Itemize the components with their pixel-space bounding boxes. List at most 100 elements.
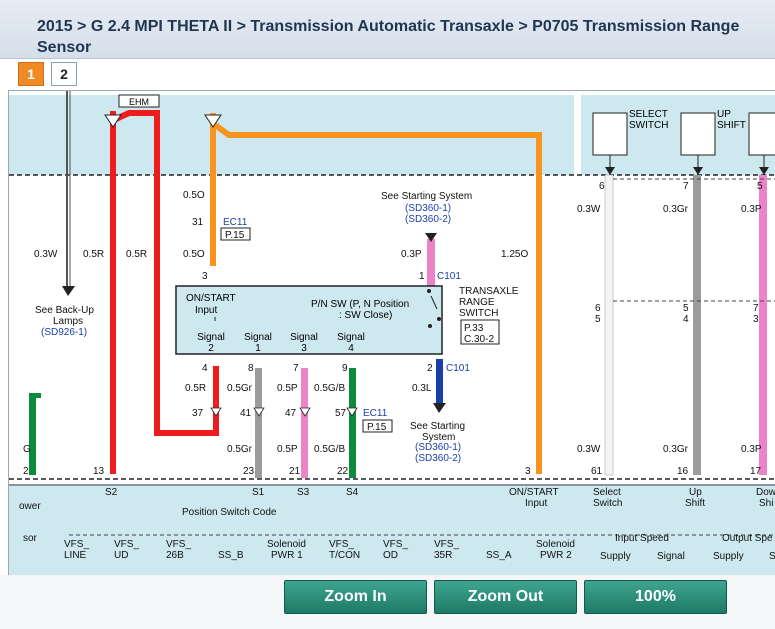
signal-3-label: Signal [290,332,318,343]
page-tab-1[interactable]: 1 [18,62,44,86]
pcm-pin-left: 2 [23,466,29,477]
position-switch-code: Position Switch Code [182,507,277,518]
backup-arrow [62,286,75,296]
pcm-pin-s2: 13 [93,466,105,477]
right-col-2-pin-top: 7 [683,181,689,192]
wire-pink-s3 [301,368,308,478]
pcm-pin-s4: 22 [337,466,349,477]
zoom-level-button[interactable]: 100% [584,580,727,614]
signal-4-num: 4 [348,343,354,354]
trs-ref-1: P.33 [464,323,484,334]
pin-below-4: 9 [342,363,348,374]
left-g-label: G [23,444,31,455]
pin-below-3: 7 [293,363,299,374]
right-col-3-wire-bottom: 0.3P [741,444,762,455]
input-speed-title: Input Speed [615,533,669,544]
input-speed-signal: Signal [657,551,685,562]
pcm-label-s4: S4 [346,487,359,498]
bottom-label-ss-a: SS_A [486,550,512,561]
ec11-bottom-pin-3: 47 [285,408,297,419]
bottom-label-vfs-od: VFS_OD [383,539,408,561]
input-speed-supply: Supply [600,551,631,562]
pcm-label-ower: ower [19,501,41,512]
signal-1-label: Signal [244,332,272,343]
right-col-2-wire-bottom: 0.3Gr [663,444,689,455]
wire-below-3: 0.5P [277,383,298,394]
ehm-label: EHM [129,97,149,107]
wire-label-4: 0.5O [183,249,205,260]
ec11-top-ref: P.15 [225,230,245,241]
pcm-pin-s1: 23 [243,466,255,477]
ec11-bottom-pin-1: 37 [192,408,204,419]
ec11-bottom-pin-2: 41 [240,408,252,419]
pin-below-2: 8 [248,363,254,374]
pcm-label-s3: S3 [297,487,310,498]
breadcrumb-title: 2015 > G 2.4 MPI THETA II > Transmission… [37,18,740,56]
pcm-pin-s3: 21 [289,466,301,477]
wire-label-2: 0.5R [83,249,104,260]
wire-label-6: 1.25O [501,249,528,260]
see-starting-top: See Starting System [381,191,472,202]
wire-label-1: 0.3W [34,249,58,260]
wire-green-s4 [349,368,356,478]
page-tab-2[interactable]: 2 [51,62,77,86]
right-col-1-wire: 0.3W [577,204,601,215]
bottom-label-vfs-line: VFS_LINE [64,539,89,561]
wire-red-signal2 [114,110,219,436]
output-speed-title: Output Spe [722,533,773,544]
right-col-2-wire: 0.3Gr [663,204,689,215]
right-col-2-mid-b: 4 [683,314,689,325]
see-starting-bottom-ref-1: (SD360-1) [415,442,461,453]
wire-below-2: 0.5Gr [227,383,253,394]
pin-below-1: 4 [202,363,208,374]
wire-label-3: 0.5R [126,249,147,260]
bottom-label-ss-b: SS_B [218,550,244,561]
wire-label-ec11-above: 0.5O [183,190,205,201]
on-start-pin: 3 [202,271,208,282]
signal-3-num: 3 [301,343,307,354]
output-speed-signal: S [769,551,775,562]
bottom-label-vfs-tcon: VFS_T/CON [329,539,360,561]
output-speed-supply: Supply [713,551,744,562]
lower-wire-2: 0.5P [277,444,298,455]
right-col-1-mid-a: 6 [595,303,601,314]
c101-top-pin: 1 [419,271,425,282]
signal-1-num: 1 [255,343,261,354]
signal-2-label: Signal [197,332,225,343]
signal-4-label: Signal [337,332,365,343]
right-col-3-pin-bottom: 17 [750,466,762,477]
see-starting-top-ref-2: (SD360-2) [405,214,451,225]
ec11-bottom-pin-4: 57 [335,408,347,419]
lower-wire-3: 0.5G/B [314,444,345,455]
right-col-1-wire-bottom: 0.3W [577,444,601,455]
c101-top-connector: C101 [437,271,461,282]
see-backup-ref: (SD926-1) [41,327,87,338]
see-starting-top-ref-1: (SD360-1) [405,203,451,214]
right-col-2-mid-a: 5 [683,303,689,314]
wire-orange-on-start [213,122,542,474]
c101-bottom-wire: 0.3L [412,383,432,394]
right-col-1-pin-bottom: 61 [591,466,603,477]
right-col-3-mid-b: 3 [753,314,759,325]
bottom-label-sor: sor [23,533,38,544]
wire-pink-c101 [427,239,435,289]
wire-gray-s1 [255,368,262,478]
lower-wire-1: 0.5Gr [227,444,253,455]
wire-below-1: 0.5R [185,383,206,394]
pcm-label-s1: S1 [252,487,265,498]
zoom-out-button[interactable]: Zoom Out [434,580,577,614]
zoom-in-button[interactable]: Zoom In [284,580,427,614]
ec11-bottom-connector: EC11 [363,408,388,419]
wire-blue-c101 [436,359,443,404]
wire-below-4: 0.5G/B [314,383,345,394]
